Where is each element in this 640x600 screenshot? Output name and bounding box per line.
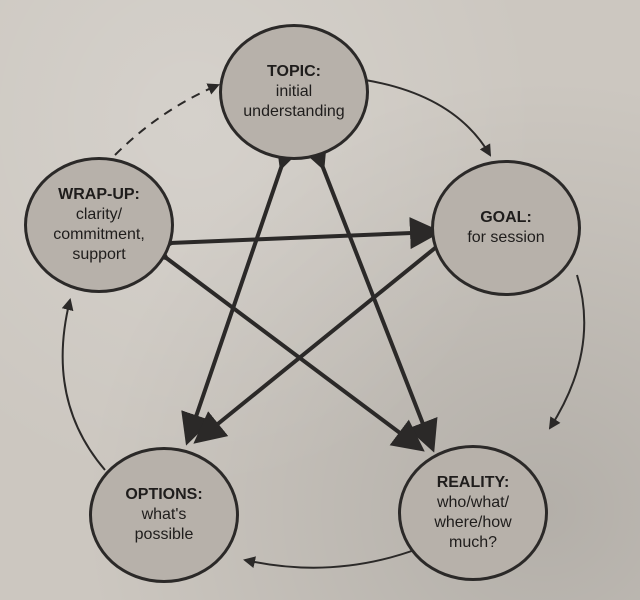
node-wrapup: WRAP-UP: clarity/ commitment, support — [24, 157, 174, 293]
node-reality-title: REALITY: — [436, 474, 510, 491]
cycle-arrow-topic-to-goal — [364, 79, 492, 157]
node-wrapup-line-2: commitment, — [53, 226, 145, 243]
cycle-arrow-wrapup-to-topic-dashed — [114, 83, 220, 156]
cycle-arrow-reality-to-options — [243, 547, 421, 569]
node-wrapup-line-1: clarity/ — [75, 206, 123, 223]
star-arrow-wrapup-goal — [143, 217, 442, 261]
cycle-arrow-goal-to-reality — [548, 274, 586, 430]
node-reality: REALITY: who/what/ where/how much? — [398, 445, 548, 581]
node-wrapup-line-3: support — [72, 246, 126, 263]
star-arrow-wrapup-reality — [134, 228, 425, 452]
node-goal-line-1: for session — [467, 229, 545, 246]
node-reality-line-1: who/what/ — [436, 494, 510, 511]
star-arrow-goal-options — [193, 215, 471, 444]
node-goal: GOAL: for session — [431, 160, 581, 296]
node-options: OPTIONS: what's possible — [89, 447, 239, 583]
node-topic-title: TOPIC: — [267, 63, 321, 80]
node-wrapup-title: WRAP-UP: — [58, 186, 140, 203]
node-options-line-1: what's — [141, 506, 187, 523]
star-arrow-topic-reality — [297, 134, 438, 453]
node-reality-line-3: much? — [448, 534, 498, 551]
node-topic: TOPIC: initial understanding — [219, 24, 369, 160]
node-goal-title: GOAL: — [480, 209, 532, 226]
star-arrow-topic-options — [181, 135, 306, 446]
node-topic-line-2: understanding — [243, 103, 345, 120]
node-options-title: OPTIONS: — [125, 486, 203, 503]
node-reality-line-2: where/how — [434, 514, 512, 531]
node-topic-line-1: initial — [275, 83, 313, 100]
node-options-line-2: possible — [134, 526, 194, 543]
cycle-arrow-options-to-wrapup — [61, 298, 106, 471]
